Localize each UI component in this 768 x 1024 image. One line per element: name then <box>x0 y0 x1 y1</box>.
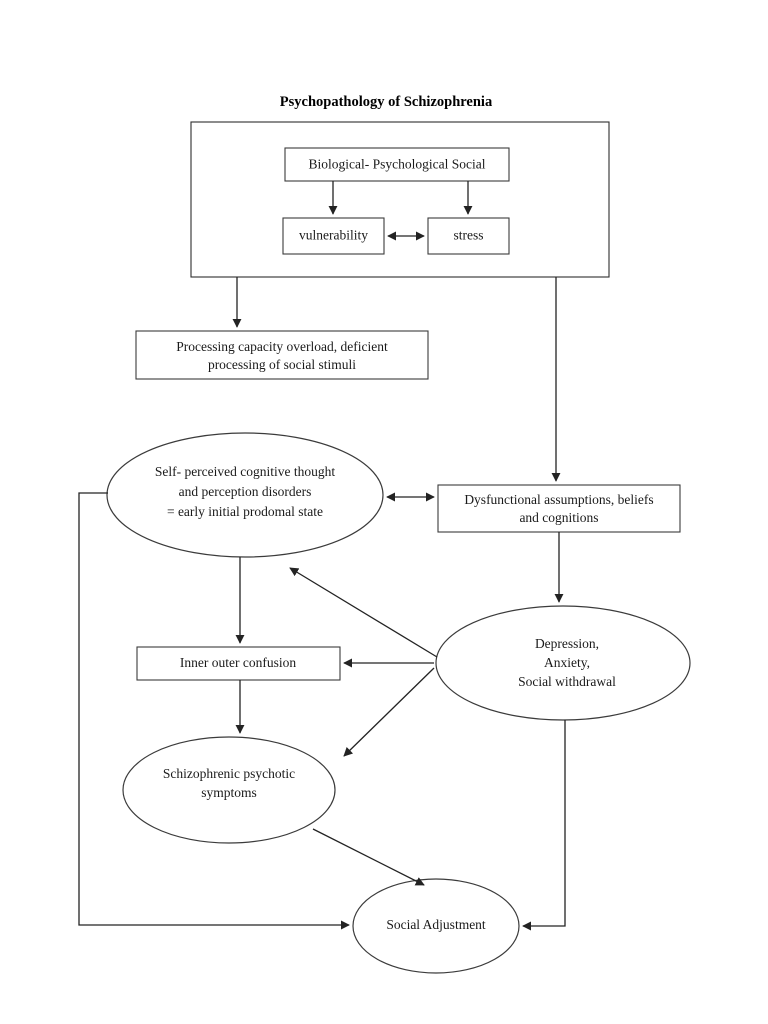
self-perceived-line3: = early initial prodomal state <box>167 504 323 519</box>
schizophrenic-line2: symptoms <box>201 785 257 800</box>
processing-box[interactable] <box>135 330 429 380</box>
self-perceived-line2: and perception disorders <box>179 484 312 499</box>
depression-ellipse[interactable] <box>435 605 691 721</box>
depression-line2: Anxiety, <box>544 655 590 670</box>
biopsychosocial-label: Biological- Psychological Social <box>309 157 486 172</box>
page-title: Psychopathology of Schizophrenia <box>280 94 493 110</box>
processing-label-line1: Processing capacity overload, deficient <box>176 339 388 354</box>
stress-label: stress <box>454 228 484 243</box>
processing-label-line2: processing of social stimuli <box>208 357 356 372</box>
self-perceived-line1: Self- perceived cognitive thought <box>155 464 336 479</box>
vulnerability-box[interactable] <box>282 217 385 255</box>
edge-depression-to-schizophrenic <box>343 667 435 757</box>
self-perceived-ellipse[interactable] <box>106 432 384 558</box>
biopsychosocial-box[interactable] <box>284 147 510 182</box>
depression-line1: Depression, <box>535 636 599 651</box>
edge-schizophrenic-to-socialadjustment <box>312 828 425 886</box>
stress-box[interactable] <box>427 217 510 255</box>
depression-line3: Social withdrawal <box>518 674 616 689</box>
edge-depression-to-socialadjustment <box>522 720 566 931</box>
inner-outer-box[interactable] <box>136 646 341 681</box>
social-adjustment-label: Social Adjustment <box>386 917 486 932</box>
inner-outer-label: Inner outer confusion <box>180 655 296 670</box>
vulnerability-label: vulnerability <box>299 228 368 243</box>
schizophrenic-line1: Schizophrenic psychotic <box>163 766 295 781</box>
dysfunctional-line1: Dysfunctional assumptions, beliefs <box>464 492 653 507</box>
dysfunctional-box[interactable] <box>437 484 681 533</box>
dysfunctional-line2: and cognitions <box>519 510 598 525</box>
edge-selfperceived-to-socialadjustment-loop <box>78 492 350 930</box>
edge-depression-to-selfperceived <box>289 567 438 658</box>
container-box <box>190 121 610 278</box>
schizophrenic-ellipse[interactable] <box>122 736 336 844</box>
social-adjustment-ellipse[interactable] <box>352 878 520 974</box>
